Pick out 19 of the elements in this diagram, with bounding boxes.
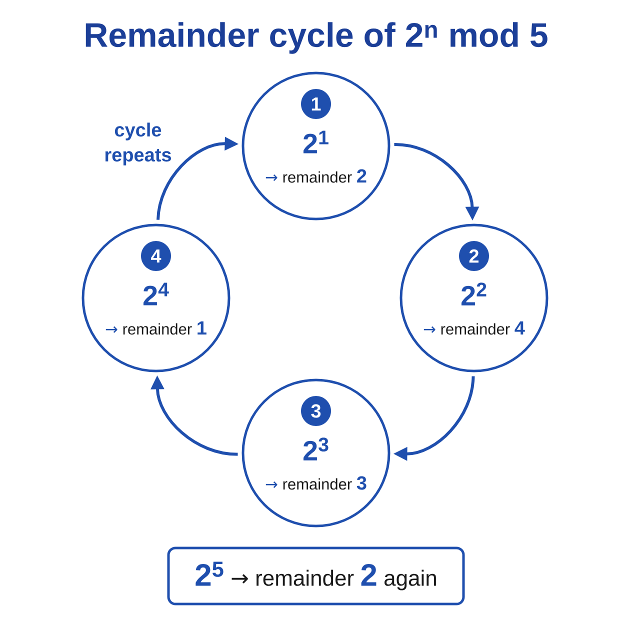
step-circle: [242, 378, 390, 528]
power-label: 2$^{4}$: [143, 282, 169, 306]
power-label: 2$^{2}$: [462, 282, 486, 306]
remainder-label: → remainder 3: [266, 476, 366, 490]
number-badge: 3: [301, 396, 331, 426]
step-circle: [242, 72, 390, 220]
edge-label: cycle repeats: [105, 122, 171, 166]
remainder-label: → remainder 1: [106, 321, 206, 335]
title: Remainder cycle of 2$^{n}$ mod 5: [86, 22, 548, 54]
result-box: 2$^{5}$ → remainder 2 again: [167, 546, 465, 606]
number-badge: 2: [459, 241, 489, 271]
power-label: 2$^{1}$: [304, 130, 328, 154]
number-badge: 4: [141, 241, 171, 271]
number-badge: 1: [301, 89, 331, 119]
step-circle: [400, 224, 548, 372]
step-circle: [82, 224, 230, 372]
remainder-label: → remainder 2: [266, 169, 366, 183]
power-label: 2$^{3}$: [304, 438, 328, 460]
remainder-label: → remainder 4: [424, 321, 525, 335]
